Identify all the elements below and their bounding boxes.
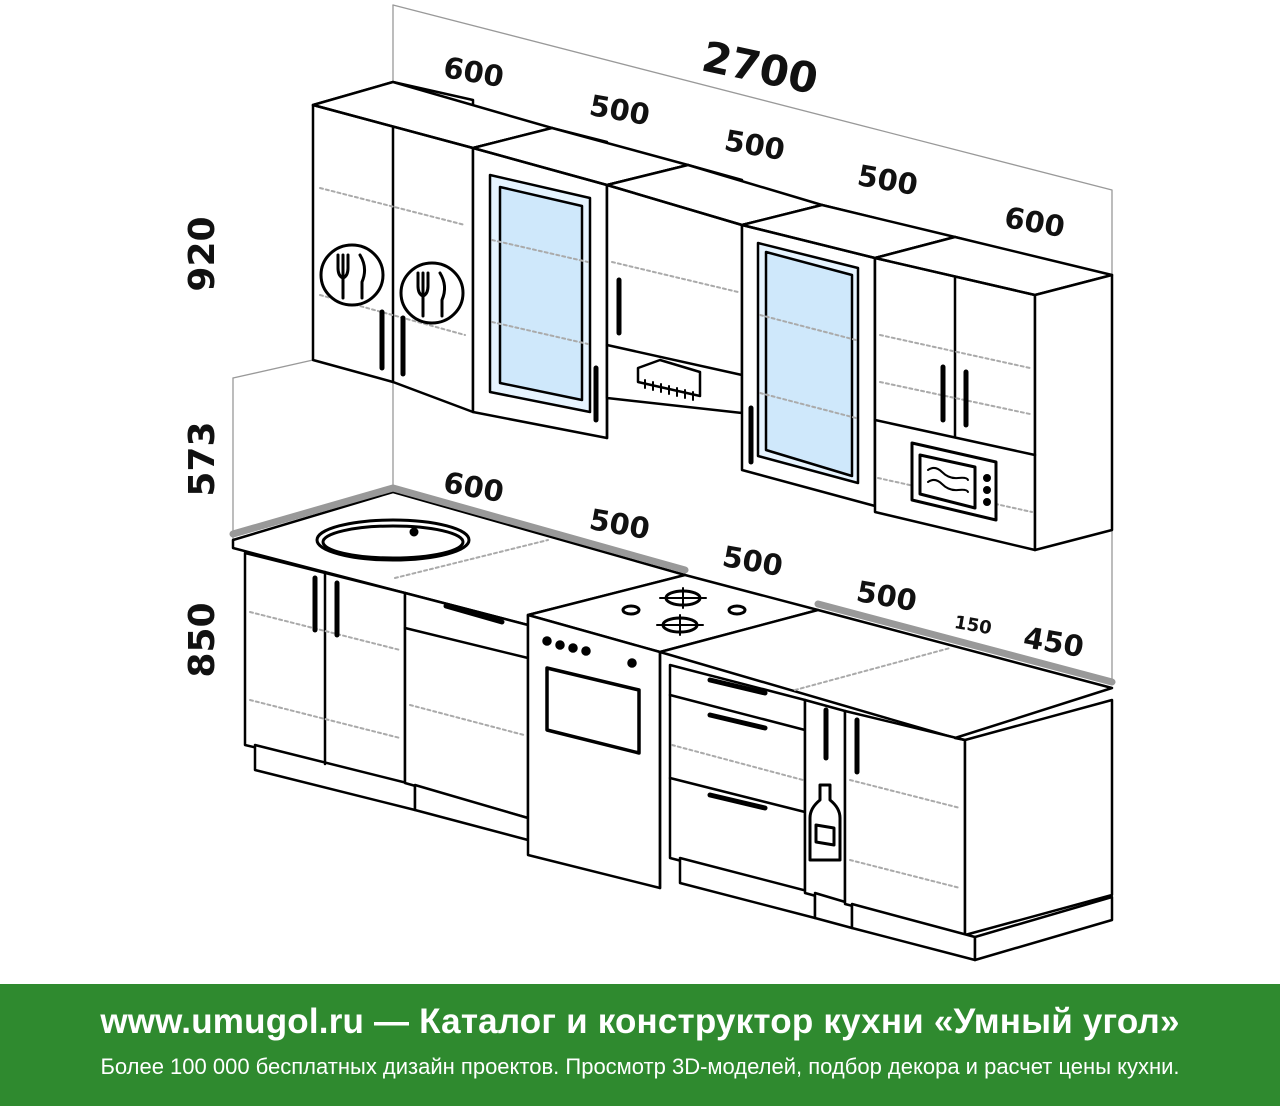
upper-cabinet-glass-2 bbox=[740, 203, 957, 508]
banner-subtitle: Более 100 000 бесплатных дизайн проектов… bbox=[100, 1054, 1180, 1079]
banner-title[interactable]: www.umugol.ru — Каталог и конструктор ку… bbox=[100, 1002, 1180, 1041]
upper-cabinet-1 bbox=[311, 80, 554, 414]
countertop-right bbox=[658, 600, 1116, 740]
range-hood-icon bbox=[636, 358, 702, 401]
sink-icon bbox=[315, 518, 471, 562]
dim-upper-2: 500 bbox=[587, 88, 653, 132]
upper-cabinet-hood bbox=[605, 163, 824, 415]
dim-lower-2: 500 bbox=[587, 502, 653, 546]
dim-lower-5: 150 bbox=[953, 612, 994, 639]
cutlery-icon bbox=[319, 243, 385, 307]
drawer-cabinet bbox=[668, 663, 817, 920]
dim-upper-5: 600 bbox=[1002, 200, 1068, 244]
dim-lower-3: 500 bbox=[720, 539, 786, 583]
dim-height-base: 850 bbox=[182, 602, 223, 677]
bottle-icon bbox=[808, 783, 842, 862]
promo-banner: www.umugol.ru — Каталог и конструктор ку… bbox=[0, 984, 1280, 1106]
base-cabinet-corner bbox=[843, 698, 1114, 962]
dim-total-width: 2700 bbox=[698, 32, 823, 104]
gas-hob-icon bbox=[621, 587, 747, 636]
dim-height-backsplash: 573 bbox=[182, 421, 223, 496]
dim-upper-3: 500 bbox=[722, 123, 788, 167]
kitchen-drawing: 2700 600 500 500 500 600 600 500 500 500… bbox=[182, 4, 1116, 962]
upper-cabinet-glass-1 bbox=[471, 126, 690, 440]
dim-upper-1: 600 bbox=[441, 50, 507, 94]
cutlery-icon bbox=[399, 261, 465, 325]
dim-height-upper: 920 bbox=[182, 216, 223, 291]
stove bbox=[526, 573, 820, 890]
base-cabinet-1 bbox=[243, 551, 417, 812]
base-cabinet-2 bbox=[403, 591, 530, 842]
wall-outline bbox=[232, 4, 1113, 681]
microwave-icon bbox=[910, 441, 998, 522]
dim-upper-4: 500 bbox=[855, 158, 921, 202]
dim-lower-4: 500 bbox=[854, 574, 920, 618]
